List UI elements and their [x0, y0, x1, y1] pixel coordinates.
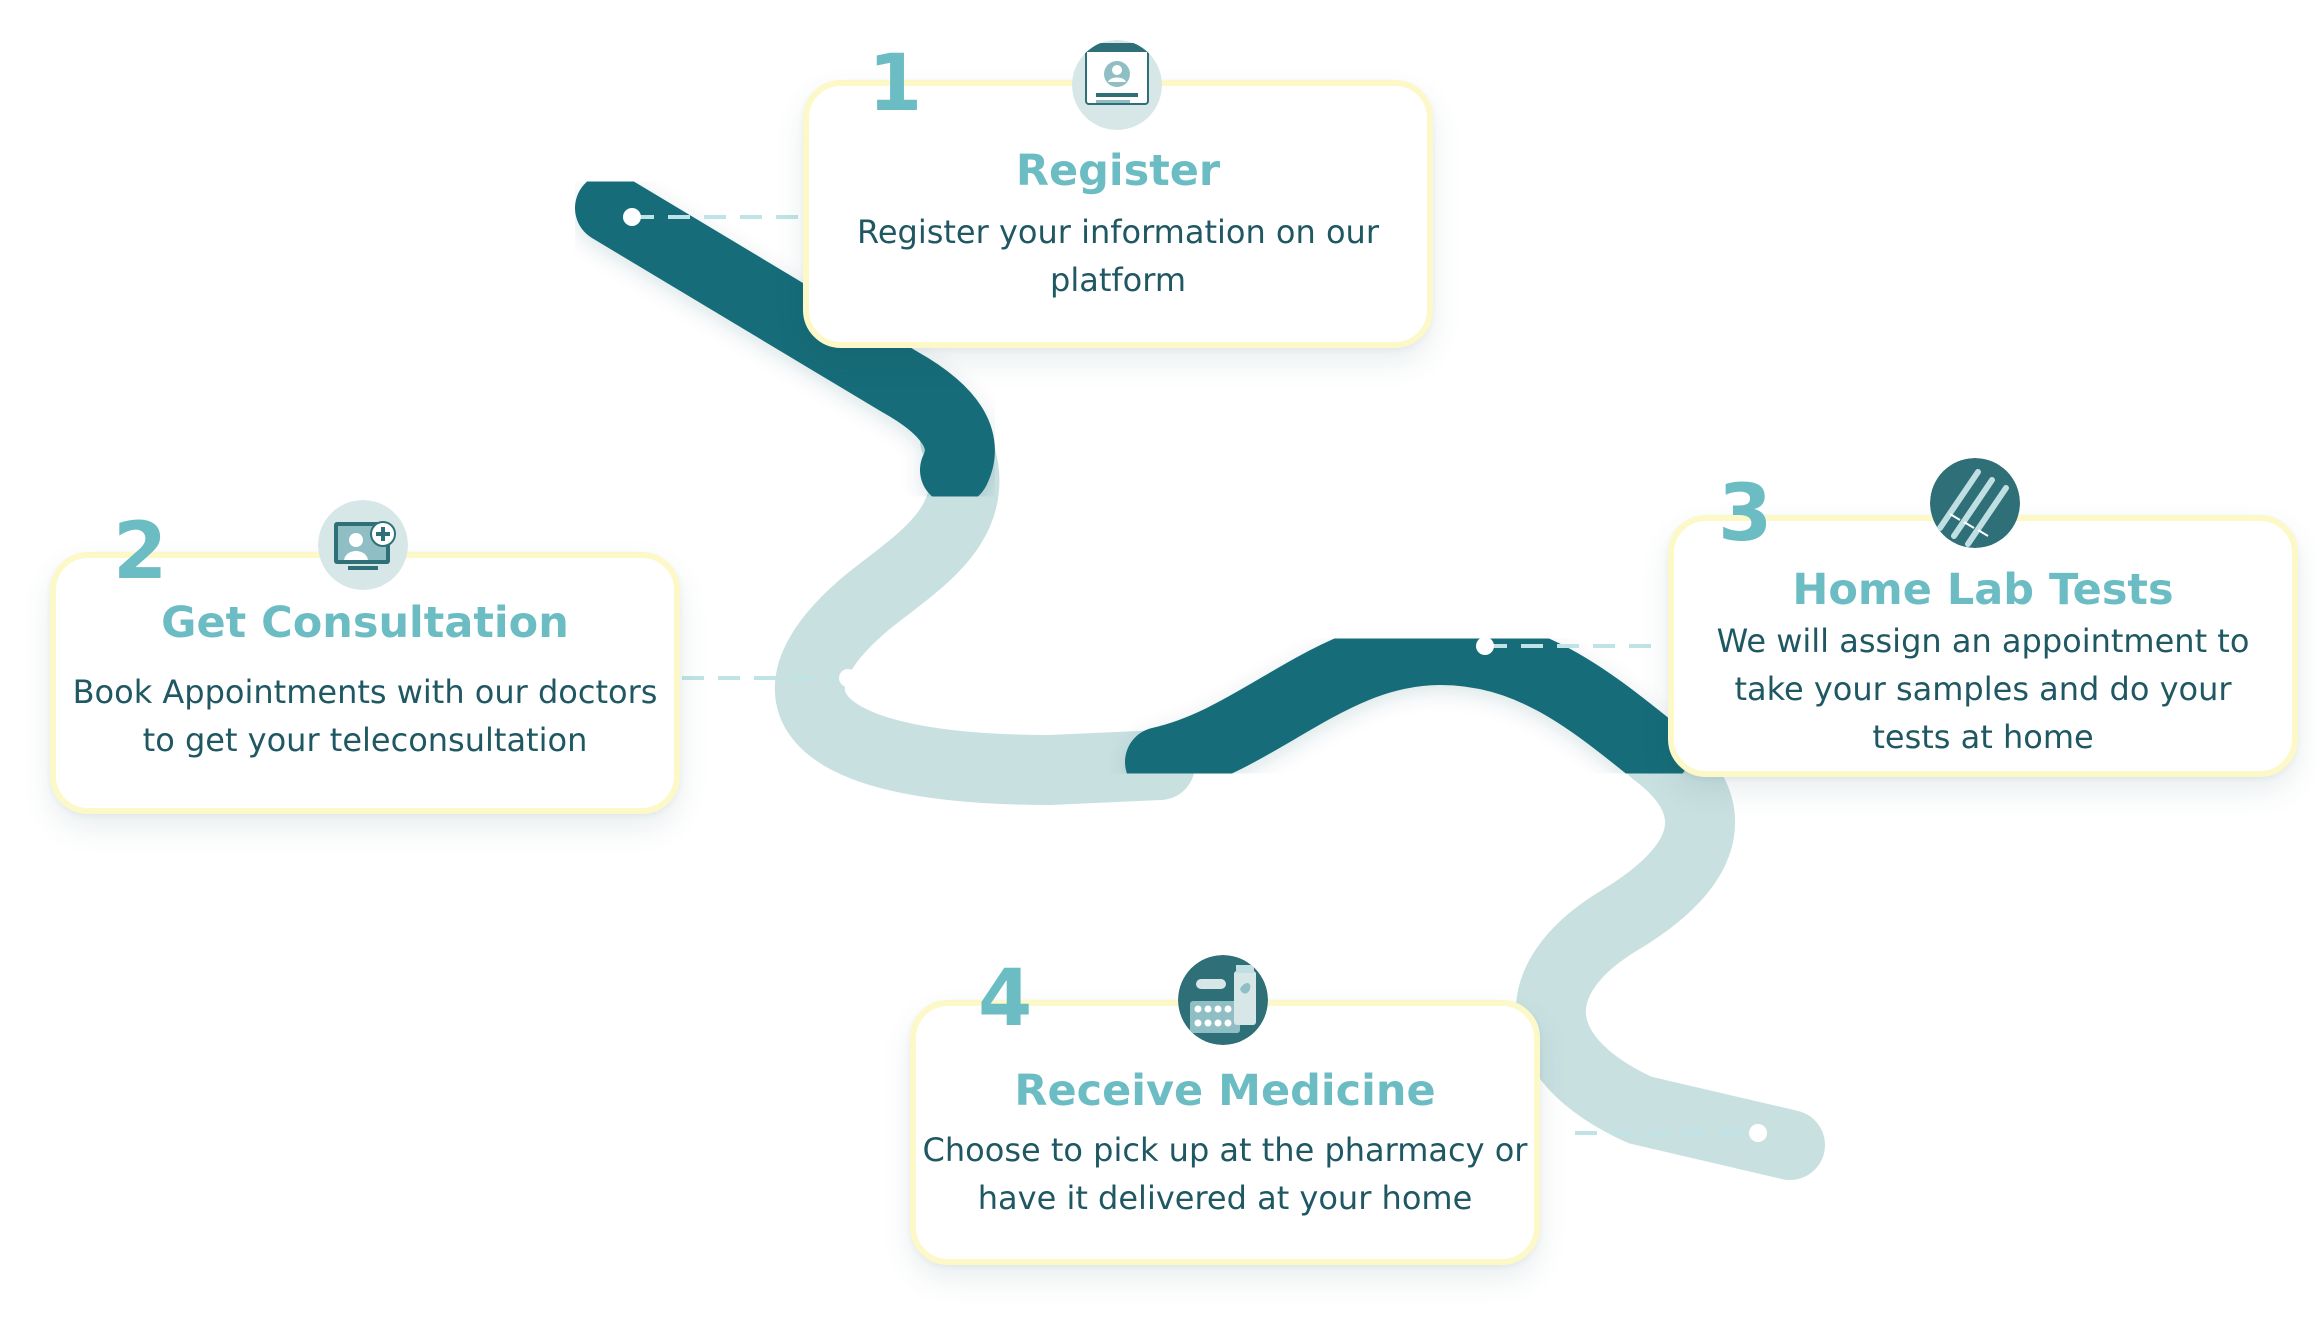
- road-dot-step-2: [839, 669, 857, 687]
- step-card-home-lab-tests: Home Lab Tests We will assign an appoint…: [1668, 515, 2298, 777]
- step-description-line: have it delivered at your home: [977, 1179, 1473, 1217]
- step-description-line: Book Appointments with our doctors: [72, 673, 658, 711]
- step-title: Register: [1015, 146, 1221, 196]
- step-description: Register your information on our platfor…: [829, 208, 1407, 304]
- step-description-line: We will assign an appointment to: [1716, 622, 2250, 660]
- road-segment-dark-2: [1125, 614, 1690, 797]
- registration-form-icon: [1072, 40, 1162, 130]
- step-title: Home Lab Tests: [1792, 565, 2174, 615]
- road-dot-step-3: [1476, 637, 1494, 655]
- road-segment-dark-1: [575, 173, 995, 505]
- road-dot-step-1: [623, 208, 641, 226]
- step-description: Choose to pick up at the pharmacy or hav…: [922, 1126, 1528, 1222]
- test-tubes-icon: [1930, 458, 2020, 548]
- step-description-line: tests at home: [1872, 718, 2094, 756]
- step-card-receive-medicine: Receive Medicine Choose to pick up at th…: [910, 1000, 1540, 1265]
- step-description-line: Register your information on our: [857, 213, 1379, 251]
- road-dot-step-4: [1749, 1124, 1767, 1142]
- step-number: 3: [1718, 469, 1773, 559]
- step-description-line: platform: [1050, 261, 1186, 299]
- step-description-line: take your samples and do your: [1734, 670, 2232, 708]
- road-segment-light-2: [1515, 717, 1825, 1180]
- step-description-line: to get your teleconsultation: [142, 721, 588, 759]
- step-number: 4: [978, 954, 1033, 1044]
- step-number: 1: [868, 39, 923, 129]
- medicine-pills-icon: [1178, 955, 1268, 1045]
- step-title: Get Consultation: [161, 598, 569, 648]
- step-description: We will assign an appointment to take yo…: [1684, 617, 2282, 761]
- step-title: Receive Medicine: [1014, 1066, 1436, 1116]
- step-number: 2: [113, 507, 168, 597]
- doctor-teleconsultation-icon: [318, 500, 408, 590]
- road-segment-light-1: [774, 405, 1195, 806]
- step-card-get-consultation: Get Consultation Book Appointments with …: [50, 552, 680, 814]
- step-description-line: Choose to pick up at the pharmacy or: [922, 1131, 1528, 1169]
- step-description: Book Appointments with our doctors to ge…: [66, 668, 664, 764]
